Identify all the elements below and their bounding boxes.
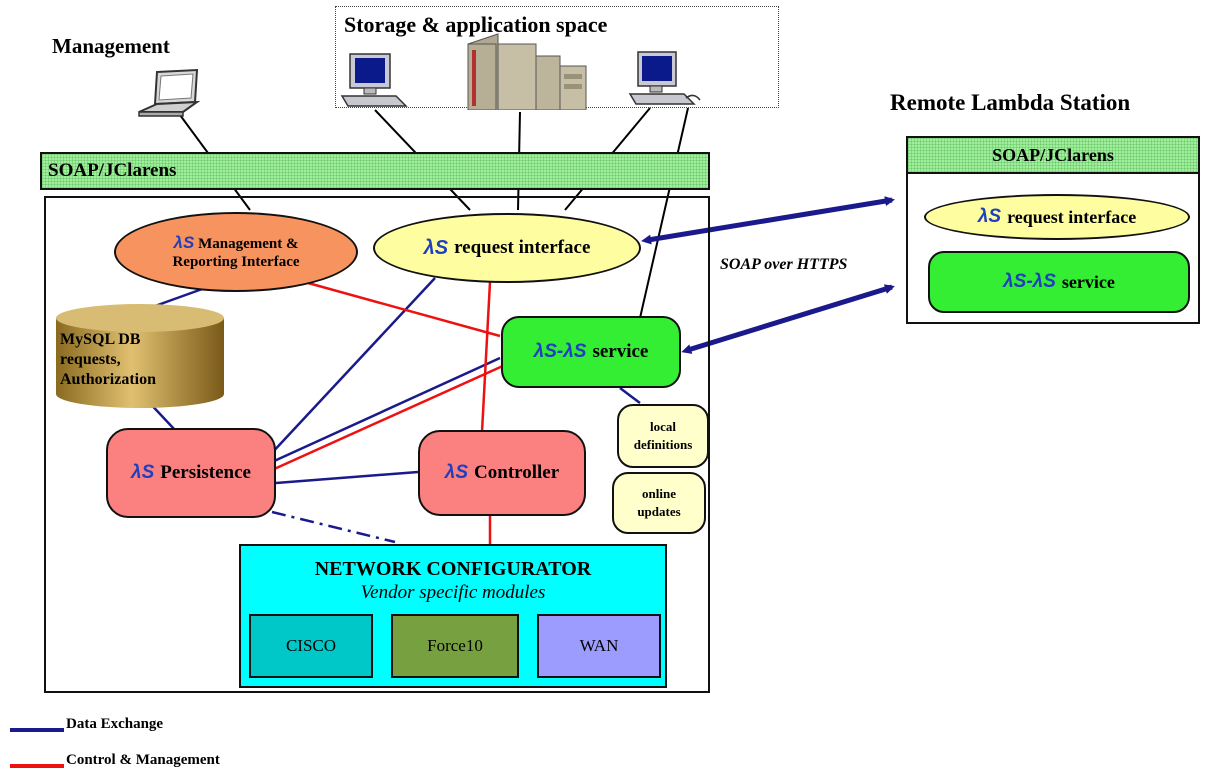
local-station-frame [44, 196, 710, 693]
module-cisco: CISCO [249, 614, 373, 678]
remote-soap-jclarens-label: SOAP/JClarens [992, 145, 1114, 165]
online-updates: online updates [612, 472, 706, 534]
soap-jclarens-label: SOAP/JClarens [48, 160, 177, 181]
soap-over-https-label: SOAP over HTTPS [720, 256, 848, 273]
legend-swatch-data [10, 728, 64, 732]
legend-label-data: Data Exchange [66, 716, 164, 732]
mgmt-reporting-interface: λS Management & Reporting Interface [114, 212, 358, 292]
remote-soap-jclarens-bar: SOAP/JClarens [906, 136, 1200, 174]
server-icon [467, 33, 587, 110]
network-configurator: NETWORK CONFIGURATOR Vendor specific mod… [239, 544, 667, 688]
module-force10: Force10 [391, 614, 519, 678]
arrow-service-remote [681, 284, 895, 354]
legend-label-control: Control & Management [66, 752, 220, 768]
storage-title: Storage & application space [344, 12, 608, 37]
network-configurator-title: NETWORK CONFIGURATOR [314, 558, 592, 580]
legend: Data Exchange Control & Management [0, 712, 300, 772]
module-wan: WAN [537, 614, 661, 678]
legend-swatch-control [10, 764, 64, 768]
management-title: Management [52, 34, 170, 58]
soap-jclarens-bar: SOAP/JClarens [40, 152, 710, 190]
mysql-db-cylinder [56, 304, 224, 408]
local-definitions: local definitions [617, 404, 709, 468]
mysql-db-label: MySQL DB requests, Authorization [60, 331, 156, 388]
arrow-request-remote [641, 196, 895, 245]
computer-icon [628, 51, 701, 105]
remote-station-title: Remote Lambda Station [890, 90, 1131, 115]
network-configurator-subtitle: Vendor specific modules [360, 582, 546, 603]
computer-icon [340, 53, 408, 107]
laptop-icon [138, 68, 201, 117]
